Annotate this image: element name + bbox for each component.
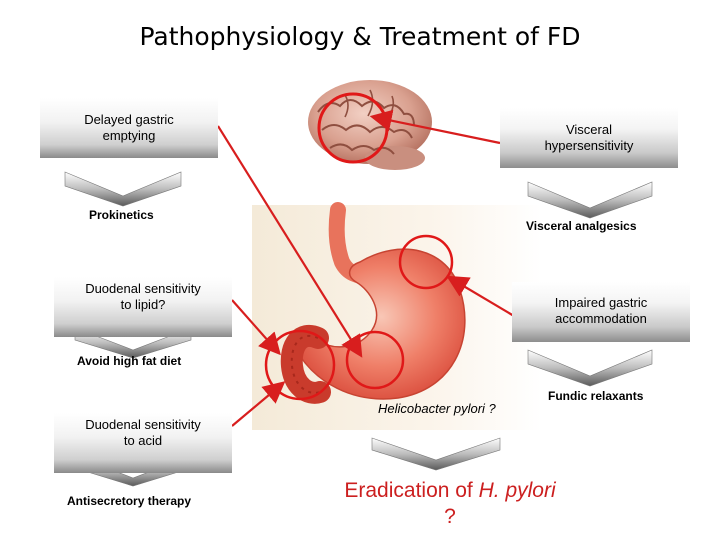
treatment-fundic-relaxants: Fundic relaxants xyxy=(548,389,644,403)
arrow-impaired-accommodation xyxy=(446,275,515,317)
box-line: to lipid? xyxy=(120,297,166,312)
box-line: Duodenal sensitivity xyxy=(85,281,201,296)
treatment-prokinetics: Prokinetics xyxy=(89,208,154,222)
box-line: emptying xyxy=(102,128,156,143)
down-arrow-fundic-relaxants xyxy=(527,349,653,387)
treatment-antisecretory-therapy: Antisecretory therapy xyxy=(67,494,192,508)
treatment-avoid-high-fat-diet: Avoid high fat diet xyxy=(77,354,182,368)
box-duodenal-sensitivity-acid: Duodenal sensitivity to acid xyxy=(54,413,232,473)
box-line: Delayed gastric xyxy=(84,112,174,127)
box-duodenal-sensitivity-lipid: Duodenal sensitivity to lipid? xyxy=(54,277,232,337)
box-line: Impaired gastric xyxy=(554,295,648,310)
arrow-duodenal-acid xyxy=(231,381,286,427)
box-line: Duodenal sensitivity xyxy=(85,417,201,432)
page-title: Pathophysiology & Treatment of FD xyxy=(139,22,581,51)
antrum-highlight-circle xyxy=(345,330,405,390)
duodenum-highlight-circle xyxy=(264,329,336,401)
fundus-highlight-circle xyxy=(398,234,454,290)
box-line: hypersensitivity xyxy=(544,138,634,153)
box-delayed-gastric-emptying: Delayed gastric emptying xyxy=(40,98,218,158)
box-line: to acid xyxy=(123,433,163,448)
helicobacter-caption: Helicobacter pylori ? xyxy=(378,401,496,416)
down-arrow-prokinetics xyxy=(64,171,182,207)
eradication-question: ? xyxy=(444,505,456,528)
box-visceral-hypersensitivity: Visceral hypersensitivity xyxy=(500,108,678,168)
eradication-caption: Eradication of H. pylori ? xyxy=(310,478,590,530)
box-impaired-gastric-accommodation: Impaired gastric accommodation xyxy=(512,282,690,342)
down-arrow-visceral-analgesics xyxy=(527,181,653,219)
treatment-visceral-analgesics: Visceral analgesics xyxy=(526,219,637,233)
down-arrow-eradication xyxy=(371,437,501,471)
arrow-visceral-hypersensitivity xyxy=(369,109,501,145)
eradication-prefix: Eradication of xyxy=(344,479,479,502)
arrow-duodenal-lipid xyxy=(231,299,281,356)
eradication-organism: H. pylori xyxy=(478,479,556,502)
box-line: Visceral xyxy=(565,122,612,137)
down-arrow-avoid-fat xyxy=(74,327,192,359)
arrow-delayed-emptying xyxy=(217,125,363,358)
box-line: accommodation xyxy=(555,311,647,326)
